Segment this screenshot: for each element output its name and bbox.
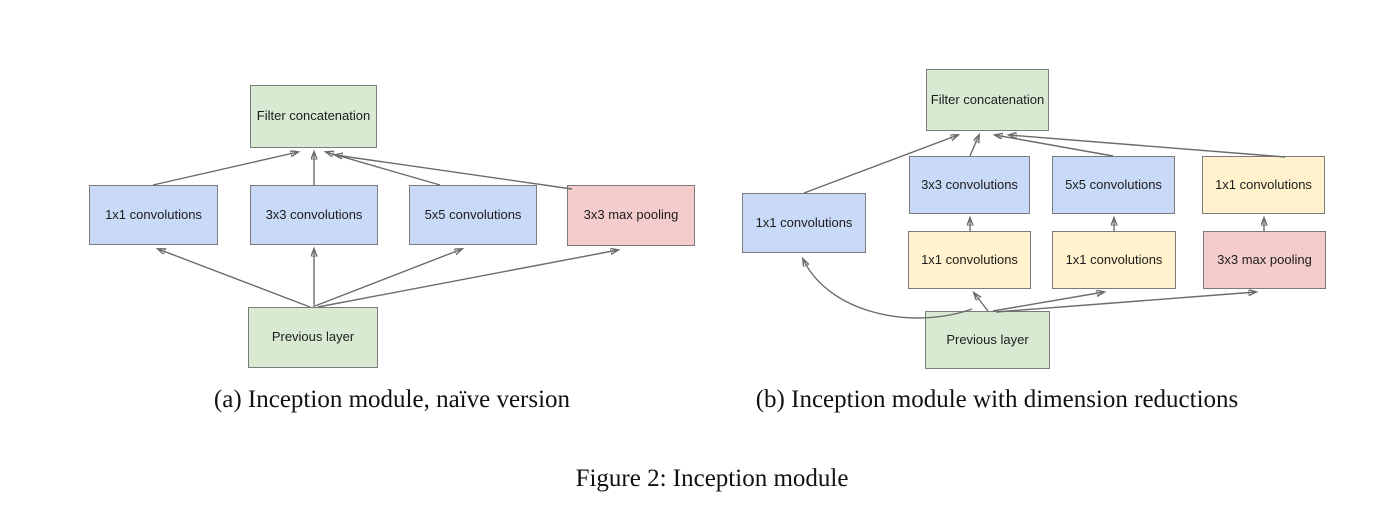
node-previous-layer-b: Previous layer <box>925 311 1050 369</box>
node-filter-concatenation-a: Filter concatenation <box>250 85 377 148</box>
node-filter-concatenation-b: Filter concatenation <box>926 69 1049 131</box>
node-1x1-convolutions-branch-b: 1x1 convolutions <box>742 193 866 253</box>
node-3x3-convolutions-b: 3x3 convolutions <box>909 156 1030 214</box>
node-1x1-convolutions-before-3x3-b: 1x1 convolutions <box>908 231 1031 289</box>
node-3x3-max-pooling-a: 3x3 max pooling <box>567 185 695 246</box>
node-1x1-convolutions-before-5x5-b: 1x1 convolutions <box>1052 231 1176 289</box>
subfigure-a-caption: (a) Inception module, naïve version <box>213 386 571 413</box>
subfigure-b-caption: (b) Inception module with dimension redu… <box>755 386 1239 413</box>
node-3x3-convolutions-a: 3x3 convolutions <box>250 185 378 245</box>
node-3x3-max-pooling-b: 3x3 max pooling <box>1203 231 1326 289</box>
node-previous-layer-a: Previous layer <box>248 307 378 368</box>
node-1x1-convolutions-after-pool-b: 1x1 convolutions <box>1202 156 1325 214</box>
figure-caption: Figure 2: Inception module <box>575 465 849 492</box>
node-1x1-convolutions-a: 1x1 convolutions <box>89 185 218 245</box>
node-5x5-convolutions-b: 5x5 convolutions <box>1052 156 1175 214</box>
node-5x5-convolutions-a: 5x5 convolutions <box>409 185 537 245</box>
